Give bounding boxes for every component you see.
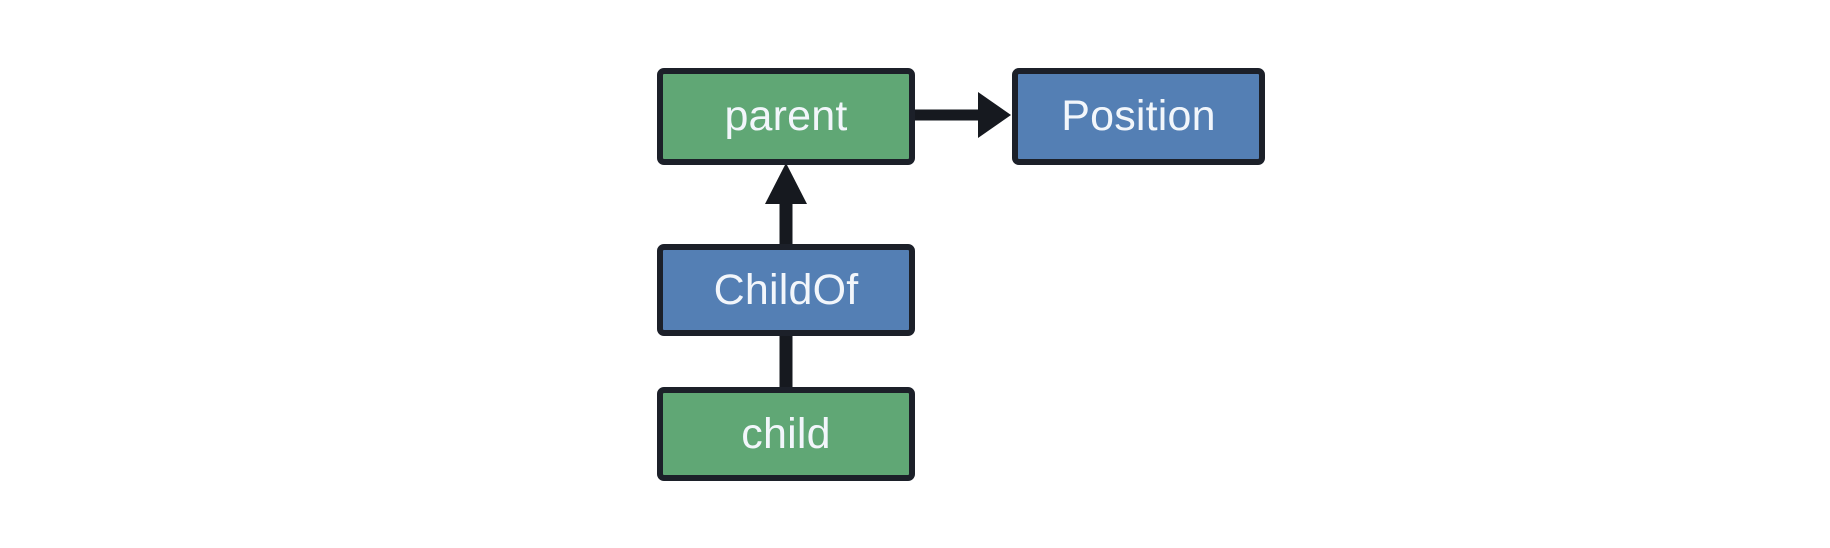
node-child-label: child xyxy=(741,409,831,458)
node-childof-label: ChildOf xyxy=(713,265,859,314)
node-child[interactable]: child xyxy=(657,387,915,481)
edge-childof-to-parent xyxy=(765,163,807,244)
node-childof[interactable]: ChildOf xyxy=(657,244,915,336)
edge-parent-to-position xyxy=(915,92,1011,138)
node-position[interactable]: Position xyxy=(1012,68,1265,165)
node-position-label: Position xyxy=(1061,92,1216,140)
node-parent[interactable]: parent xyxy=(657,68,915,165)
node-parent-label: parent xyxy=(724,92,848,140)
